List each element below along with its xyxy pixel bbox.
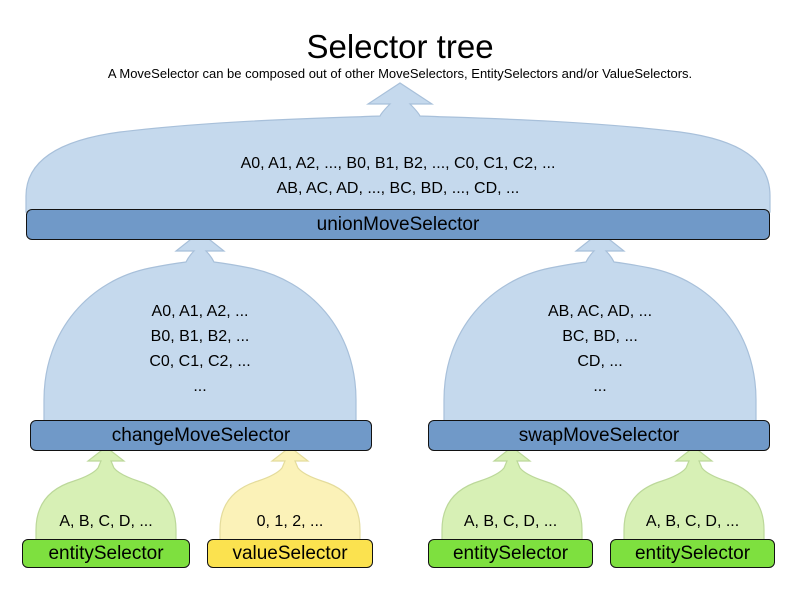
node-entity-selector-2-label: entitySelector bbox=[452, 542, 569, 564]
change-content-line-4: ... bbox=[193, 378, 207, 395]
node-change-move-selector[interactable]: changeMoveSelector bbox=[30, 420, 372, 451]
entity2-content-line-1: A, B, C, D, ... bbox=[463, 513, 558, 530]
node-entity-selector-3-label: entitySelector bbox=[634, 542, 751, 564]
swap-content: AB, AC, AD, ... BC, BD, ... CD, ... ... bbox=[444, 299, 756, 399]
swap-content-line-1: AB, AC, AD, ... bbox=[547, 303, 653, 320]
change-body-shape bbox=[43, 231, 357, 426]
entity1-content: A, B, C, D, ... bbox=[22, 510, 190, 534]
page-subtitle: A MoveSelector can be composed out of ot… bbox=[107, 66, 693, 81]
node-entity-selector-1-label: entitySelector bbox=[48, 542, 164, 564]
change-content-line-2: B0, B1, B2, ... bbox=[150, 328, 250, 345]
node-entity-selector-1[interactable]: entitySelector bbox=[22, 539, 190, 568]
value1-body-shape bbox=[219, 446, 361, 546]
node-entity-selector-3[interactable]: entitySelector bbox=[610, 539, 775, 568]
entity3-content-line-1: A, B, C, D, ... bbox=[645, 513, 740, 530]
node-value-selector-1-label: valueSelector bbox=[232, 542, 348, 564]
node-entity-selector-2[interactable]: entitySelector bbox=[428, 539, 593, 568]
page-title: Selector tree bbox=[306, 28, 494, 65]
union-body-shape bbox=[25, 82, 771, 213]
entity2-content: A, B, C, D, ... bbox=[428, 510, 593, 534]
entity1-content-line-1: A, B, C, D, ... bbox=[59, 513, 153, 530]
swap-content-line-2: BC, BD, ... bbox=[562, 328, 638, 345]
swap-body-shape bbox=[443, 231, 757, 426]
value1-content: 0, 1, 2, ... bbox=[207, 510, 373, 534]
swap-content-line-4: ... bbox=[593, 378, 607, 395]
entity3-body-shape bbox=[623, 446, 765, 546]
change-content: A0, A1, A2, ... B0, B1, B2, ... C0, C1, … bbox=[44, 299, 356, 399]
union-content: A0, A1, A2, ..., B0, B1, B2, ..., C0, C1… bbox=[26, 151, 770, 201]
node-union-move-selector-label: unionMoveSelector bbox=[316, 213, 480, 235]
entity2-body-shape bbox=[441, 446, 583, 546]
entity3-content: A, B, C, D, ... bbox=[610, 510, 775, 534]
change-content-line-1: A0, A1, A2, ... bbox=[151, 303, 249, 320]
value1-content-line-1: 0, 1, 2, ... bbox=[256, 513, 324, 530]
node-value-selector-1[interactable]: valueSelector bbox=[207, 539, 373, 568]
union-content-line-1: A0, A1, A2, ..., B0, B1, B2, ..., C0, C1… bbox=[240, 155, 556, 172]
change-content-line-3: C0, C1, C2, ... bbox=[149, 353, 251, 370]
swap-content-line-3: CD, ... bbox=[577, 353, 623, 370]
node-swap-move-selector[interactable]: swapMoveSelector bbox=[428, 420, 770, 451]
node-change-move-selector-label: changeMoveSelector bbox=[111, 424, 291, 446]
entity1-body-shape bbox=[35, 446, 177, 546]
node-union-move-selector[interactable]: unionMoveSelector bbox=[26, 209, 770, 240]
node-swap-move-selector-label: swapMoveSelector bbox=[518, 424, 680, 446]
union-content-line-2: AB, AC, AD, ..., BC, BD, ..., CD, ... bbox=[276, 180, 520, 197]
